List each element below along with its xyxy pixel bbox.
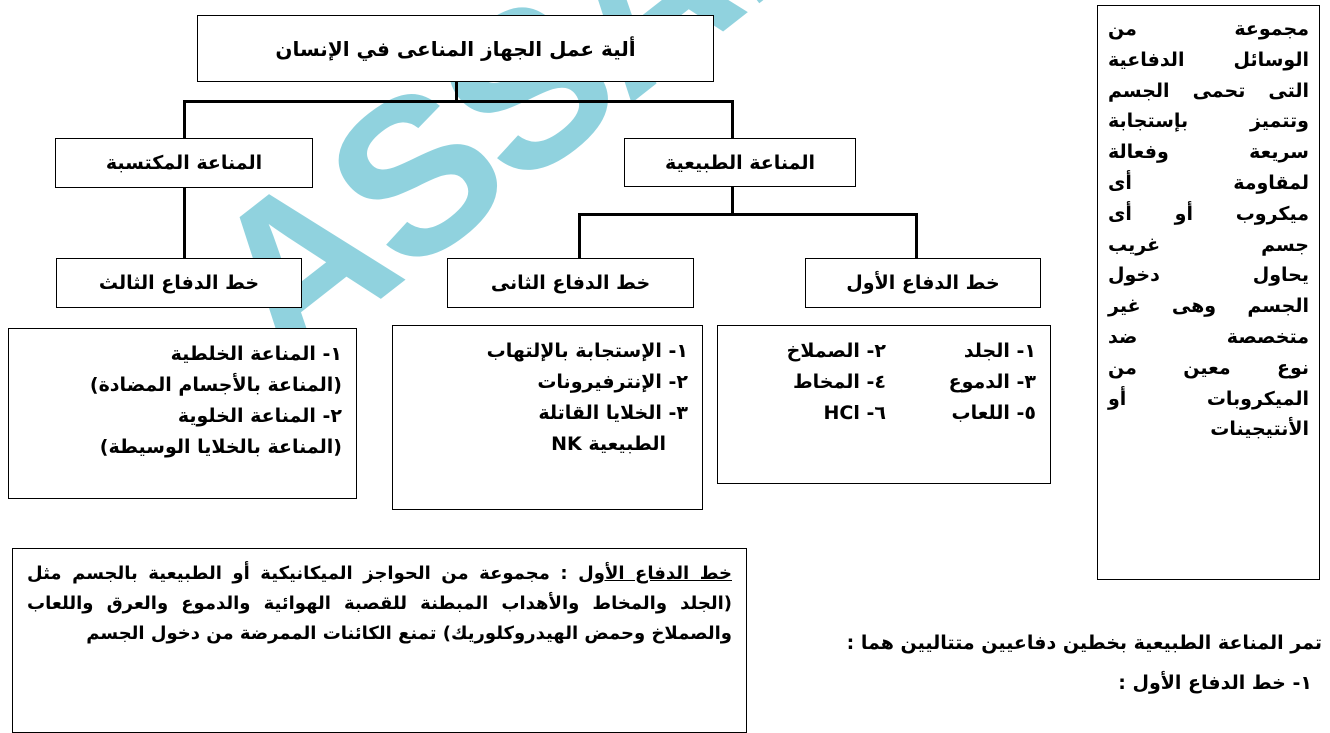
connector-mid-bar	[578, 213, 918, 216]
definition-line: وتتميز بإستجابة	[1108, 110, 1309, 133]
connector-acquired-up	[183, 100, 186, 138]
first-line-box: خط الدفاع الأول	[805, 258, 1041, 308]
definition-line: الجسم وهى غير	[1108, 295, 1309, 318]
definition-box: مجموعة من الوسائل الدفاعية التى تحمى الج…	[1097, 5, 1320, 580]
summary-line-1: تمر المناعة الطبيعية بخطين دفاعيين متتال…	[846, 632, 1322, 654]
first-line-list: ١- الجلد ٢- الصملاخ ٣- الدموع ٤- المخاط ٥-…	[717, 325, 1051, 484]
acquired-immunity-box: المناعة المكتسبة	[55, 138, 313, 188]
definition-line: لمقاومة أى	[1108, 171, 1309, 194]
root-box: ألية عمل الجهاز المناعى في الإنسان	[197, 15, 714, 82]
list-item: ٢- الصملاخ	[786, 340, 886, 362]
definition-line: ميكروب أو أى	[1108, 202, 1309, 225]
definition-line: جسم غريب	[1108, 233, 1309, 256]
definition-line: نوع معين من	[1108, 356, 1309, 379]
connector-acquired-down	[183, 188, 186, 258]
list-item: الطبيعية NK	[551, 433, 666, 455]
third-line-box: خط الدفاع الثالث	[56, 258, 302, 308]
definition-line: سريعة وفعالة	[1108, 141, 1309, 164]
connector-second-up	[578, 213, 581, 258]
definition-heading: خط الدفاع الأول	[578, 563, 732, 584]
list-item: (المناعة بالخلايا الوسيطة)	[99, 436, 342, 458]
connector-root-down	[455, 82, 458, 102]
definition-line: التى تحمى الجسم	[1108, 79, 1309, 102]
list-item: ١- الجلد	[963, 340, 1036, 362]
connector-first-up	[915, 213, 918, 258]
connector-natural-up	[731, 100, 734, 138]
third-line-list: ١- المناعة الخلطية (المناعة بالأجسام الم…	[8, 328, 357, 499]
natural-immunity-box: المناعة الطبيعية	[624, 138, 856, 187]
list-item: ٣- الخلايا القاتلة	[538, 402, 688, 424]
definition-line: الأنتيجينات	[1210, 418, 1309, 441]
list-item: ٣- الدموع	[948, 371, 1036, 393]
first-line-definition: خط الدفاع الأول : مجموعة من الحواجز المي…	[12, 548, 747, 733]
definition-line: الميكروبات أو	[1108, 387, 1309, 410]
summary-line-2: ١- خط الدفاع الأول :	[1118, 672, 1312, 694]
definition-line: متخصصة ضد	[1108, 325, 1309, 348]
definition-line: مجموعة من	[1108, 18, 1309, 40]
list-item: ٢- الإنترفيرونات	[537, 371, 688, 393]
list-item: ٢- المناعة الخلوية	[177, 405, 342, 427]
definition-line: يحاول دخول	[1108, 264, 1309, 287]
second-line-box: خط الدفاع الثانى	[447, 258, 694, 308]
list-item: ١- المناعة الخلطية	[170, 343, 342, 365]
definition-text: : مجموعة من الحواجز الميكانيكية أو الطبي…	[27, 563, 732, 644]
definition-line: الوسائل الدفاعية	[1108, 48, 1309, 71]
list-item: (المناعة بالأجسام المضادة)	[89, 374, 342, 396]
connector-top-bar	[183, 100, 734, 103]
list-item: ٥- اللعاب	[951, 402, 1036, 424]
list-item: ٤- المخاط	[792, 371, 886, 393]
second-line-list: ١- الإستجابة بالإلتهاب ٢- الإنترفيرونات …	[392, 325, 703, 510]
list-item: ١- الإستجابة بالإلتهاب	[486, 340, 688, 362]
connector-natural-down	[731, 187, 734, 215]
list-item: ٦- HCl	[823, 402, 886, 424]
